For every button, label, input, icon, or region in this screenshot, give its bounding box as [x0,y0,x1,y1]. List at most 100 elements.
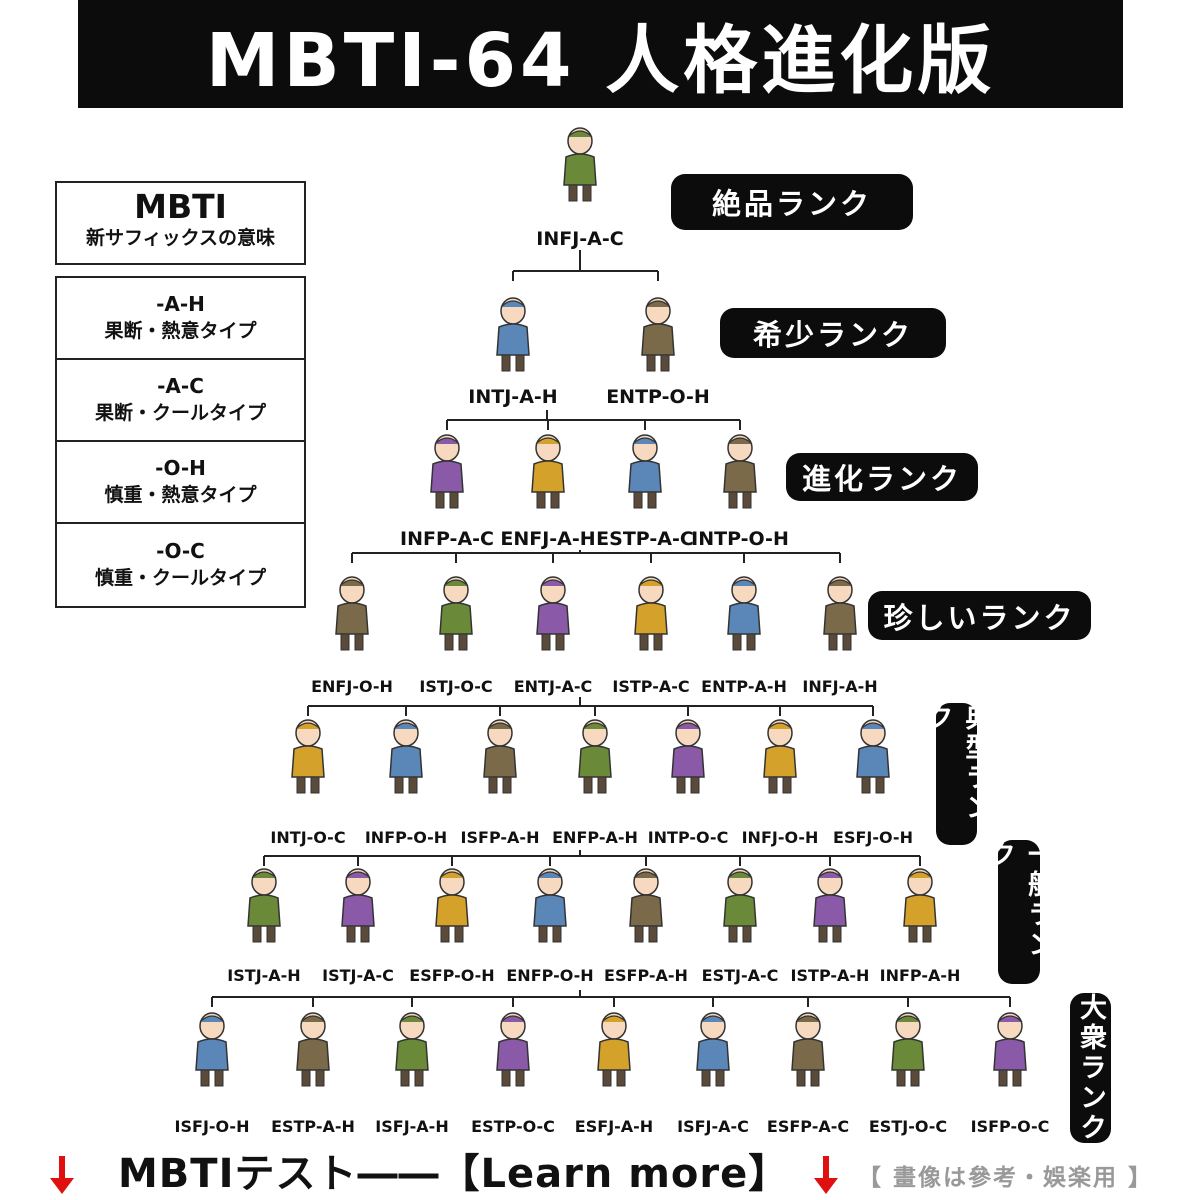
type-label: ENTP-A-H [701,677,787,696]
character-illustration [234,866,294,946]
footer: MBTIテスト――【Learn more】 【 畫像は參考・娛楽用 】 [0,1148,1200,1200]
type-label: INFP-A-H [879,966,961,985]
type-label: ISFJ-A-H [375,1117,449,1136]
legend-subheading: 新サフィックスの意味 [85,227,276,249]
type-label: ENFP-O-H [506,966,594,985]
type-label: ENFJ-A-H [500,528,596,550]
character-illustration [382,1010,442,1090]
type-label: ESTJ-O-C [868,1117,948,1136]
type-label: ENTP-O-H [606,386,710,408]
type-label: ISTP-A-H [790,966,870,985]
character-illustration [518,432,578,512]
type-label: INFP-A-C [400,528,494,550]
character-illustration [616,866,676,946]
rank-badge-mezurashii: 珍しいランク [868,591,1091,640]
type-label: ISTJ-O-C [419,677,493,696]
type-label: ESFP-A-C [766,1117,850,1136]
character-illustration [322,574,382,654]
character-illustration [550,125,610,205]
type-label: INFJ-A-C [536,228,624,250]
disclaimer-note: 【 畫像は參考・娛楽用 】 [858,1165,1154,1191]
type-label: ENFP-A-H [552,828,638,847]
rank-badge-taishuu: 大衆ランク [1070,993,1111,1143]
character-illustration [520,866,580,946]
learn-more-link[interactable]: MBTIテスト――【Learn more】 [118,1151,790,1197]
rank-badge-tenkei: 典型ランク [922,703,992,845]
type-label: ESFP-A-H [604,966,688,985]
character-illustration [283,1010,343,1090]
type-label: INTP-O-H [691,528,789,550]
character-illustration [584,1010,644,1090]
legend-desc: 果断・熱意タイプ [104,320,257,342]
character-illustration [810,574,870,654]
character-illustration [980,1010,1040,1090]
rank-badge-zeppin: 絶品ランク [671,174,913,230]
legend-code: -A-H [156,292,205,316]
type-label: ESTP-A-C [596,528,694,550]
character-illustration [750,717,810,797]
legend-list: -A-H 果断・熱意タイプ -A-C 果断・クールタイプ -O-H 慎重・熱意タ… [55,276,306,608]
character-illustration [523,574,583,654]
character-illustration [470,717,530,797]
type-label: ISTJ-A-H [227,966,301,985]
character-illustration [422,866,482,946]
character-illustration [890,866,950,946]
character-illustration [710,432,770,512]
legend-item: -O-C 慎重・クールタイプ [57,524,304,606]
type-label: INFJ-O-H [741,828,819,847]
type-label: ENTJ-A-C [513,677,593,696]
rank-badge-kishou: 希少ランク [720,308,946,358]
type-label: INTP-O-C [647,828,729,847]
character-illustration [778,1010,838,1090]
type-label: INTJ-O-C [270,828,346,847]
rank-badge-shinka: 進化ランク [786,453,978,501]
legend-code: -O-C [156,539,205,563]
character-illustration [621,574,681,654]
down-arrow-icon [814,1156,838,1198]
type-label: ESFJ-A-H [574,1117,654,1136]
legend-header: MBTI 新サフィックスの意味 [55,181,306,265]
type-label: ESFJ-O-H [833,828,913,847]
page-title: MBTI-64 人格進化版 [78,0,1123,108]
legend-desc: 慎重・熱意タイプ [104,484,257,506]
character-illustration [182,1010,242,1090]
type-label: INFJ-A-H [802,677,878,696]
character-illustration [800,866,860,946]
character-illustration [714,574,774,654]
type-label: ISTP-A-C [612,677,690,696]
legend-item: -O-H 慎重・熱意タイプ [57,442,304,524]
type-label: INTJ-A-H [468,386,558,408]
character-illustration [483,295,543,375]
type-label: ISFP-A-H [460,828,540,847]
character-illustration [615,432,675,512]
legend-item: -A-H 果断・熱意タイプ [57,278,304,360]
character-illustration [843,717,903,797]
character-illustration [628,295,688,375]
character-illustration [426,574,486,654]
down-arrow-icon [50,1156,74,1198]
character-illustration [565,717,625,797]
type-label: ISFP-O-C [970,1117,1050,1136]
type-label: ISFJ-A-C [677,1117,749,1136]
legend-item: -A-C 果断・クールタイプ [57,360,304,442]
legend-code: -A-C [157,374,204,398]
character-illustration [376,717,436,797]
legend-desc: 果断・クールタイプ [94,402,266,424]
character-illustration [658,717,718,797]
character-illustration [483,1010,543,1090]
legend-desc: 慎重・クールタイプ [94,567,266,589]
legend-code: -O-H [155,456,206,480]
type-label: ISFJ-O-H [174,1117,250,1136]
type-label: ESFP-O-H [409,966,495,985]
type-label: ESTP-A-H [271,1117,355,1136]
type-label: ISTJ-A-C [322,966,394,985]
type-label: ESTJ-A-C [701,966,779,985]
type-label: ESTP-O-C [471,1117,555,1136]
character-illustration [683,1010,743,1090]
type-label: INFP-O-H [364,828,448,847]
character-illustration [710,866,770,946]
character-illustration [278,717,338,797]
character-illustration [328,866,388,946]
character-illustration [878,1010,938,1090]
